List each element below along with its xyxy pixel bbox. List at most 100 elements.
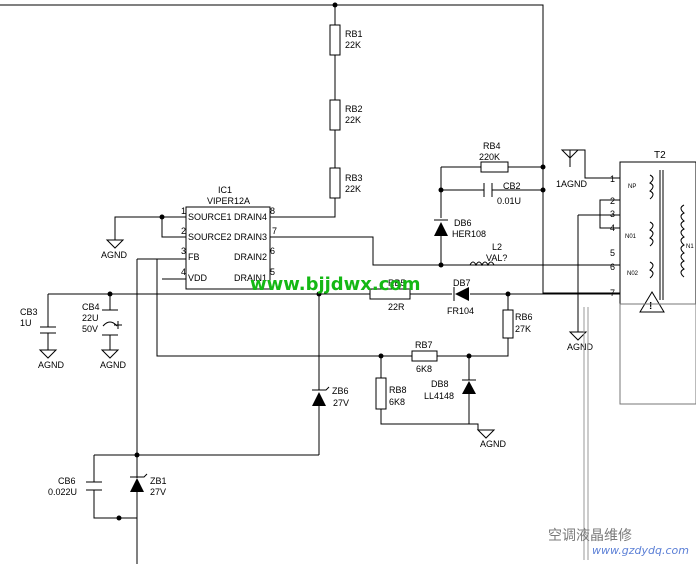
db8-value: LL4148 <box>424 391 454 401</box>
junction <box>116 515 122 521</box>
agnd-symbol <box>568 331 588 341</box>
rb2-ref: RB2 <box>345 104 363 114</box>
rb1-resistor <box>329 24 341 56</box>
ic1-pin-drain3: DRAIN3 <box>234 232 267 242</box>
rb6-value: 27K <box>515 324 531 334</box>
agnd-label-1: AGND <box>101 250 128 260</box>
l2-ref: L2 <box>492 242 502 252</box>
zb6-ref: ZB6 <box>332 386 349 396</box>
t2-pin-4: 4 <box>610 223 615 233</box>
junction <box>438 187 444 193</box>
ic1-pin-num-8: 8 <box>270 206 275 216</box>
agnd-symbol <box>476 429 496 439</box>
ic1-pin-num-4: 4 <box>181 267 186 277</box>
rb3-resistor <box>329 167 341 199</box>
zb1-zener <box>130 478 144 492</box>
rb7-resistor <box>411 350 438 362</box>
zb1-ref: ZB1 <box>150 476 167 486</box>
rb4-resistor <box>480 161 509 173</box>
rb5-ref: RB5 <box>388 278 406 288</box>
warning-mark: ! <box>649 301 652 312</box>
agnd-symbol <box>105 239 125 249</box>
agnd-symbol <box>38 349 58 359</box>
agnd-symbol <box>100 349 120 359</box>
rb8-value: 6K8 <box>389 397 405 407</box>
rb3-ref: RB3 <box>345 173 363 183</box>
n1-label: N1 <box>686 244 694 250</box>
rb1-value: 22K <box>345 40 361 50</box>
agnd-label-3: AGND <box>100 360 127 370</box>
db8-diode <box>462 381 476 394</box>
np-label: NP <box>628 184 636 190</box>
ic1-pin-num-1: 1 <box>181 206 186 216</box>
t2-ref: T2 <box>654 150 666 161</box>
t2-pin-7: 7 <box>610 288 615 298</box>
cb2-capacitor <box>483 183 493 197</box>
t2-pin-5: 5 <box>610 248 615 258</box>
ic1-ref: IC1 <box>218 185 232 195</box>
cb2-ref: CB2 <box>503 181 521 191</box>
junction <box>540 187 546 193</box>
brand-text: 空调液晶维修 <box>548 528 632 544</box>
agnd-label-4: AGND <box>567 342 594 352</box>
rb2-value: 22K <box>345 115 361 125</box>
agnd-label-5: AGND <box>480 439 507 449</box>
cb3-value: 1U <box>20 318 32 328</box>
cb4-value: 22U <box>82 313 99 323</box>
db6-value: HER108 <box>452 229 486 239</box>
ic1-pin-source1: SOURCE1 <box>188 212 232 222</box>
cb4-rating: 50V <box>82 324 98 334</box>
db7-diode <box>455 287 469 301</box>
cb6-ref: CB6 <box>58 476 76 486</box>
ic1-pin-vdd: VDD <box>188 273 208 283</box>
t2-pin-6: 6 <box>610 262 615 272</box>
ic1-body <box>185 206 271 290</box>
ic1-pin-drain4: DRAIN4 <box>234 212 267 222</box>
cb2-value: 0.01U <box>497 196 521 206</box>
ic1-pin-num-2: 2 <box>181 226 186 236</box>
n02-label: N02 <box>627 271 639 277</box>
cb3-ref: CB3 <box>20 307 38 317</box>
rb7-ref: RB7 <box>415 340 433 350</box>
rb7-value: 6K8 <box>416 364 432 374</box>
zb1-value: 27V <box>150 487 166 497</box>
n02-winding <box>649 261 654 279</box>
db6-ref: DB6 <box>454 218 472 228</box>
zb6-value: 27V <box>333 398 349 408</box>
db7-value: FR104 <box>447 306 474 316</box>
brand-url: www.gzdydq.com <box>592 544 689 557</box>
t2-pin-3: 3 <box>610 209 615 219</box>
n01-winding <box>649 221 654 247</box>
junction <box>540 164 546 170</box>
l2-value: VAL? <box>486 253 507 263</box>
cb3-capacitor <box>40 326 56 334</box>
cb6-capacitor <box>86 481 102 491</box>
watermark-text: www.bjjdwx.com <box>250 274 421 295</box>
ic1-pin-num-6: 6 <box>270 246 275 256</box>
cb6-value: 0.022U <box>48 487 77 497</box>
onegnd-label: 1AGND <box>556 179 588 189</box>
t2-pin-1: 1 <box>610 174 615 184</box>
t2-pin-2: 2 <box>610 196 615 206</box>
n1-winding <box>680 204 685 278</box>
db6-diode <box>434 222 448 236</box>
rb6-resistor <box>502 309 514 339</box>
rb5-resistor <box>369 288 411 300</box>
rb6-ref: RB6 <box>515 312 533 322</box>
rb3-value: 22K <box>345 184 361 194</box>
rb2-resistor <box>329 99 341 131</box>
rb4-ref: RB4 <box>483 141 501 151</box>
ic1-value: VIPER12A <box>207 196 250 206</box>
agnd-label-2: AGND <box>38 360 65 370</box>
junction <box>134 452 140 458</box>
ic1-pin-drain2: DRAIN2 <box>234 252 267 262</box>
cb4-ref: CB4 <box>82 302 100 312</box>
ic1-pin-num-3: 3 <box>181 246 186 256</box>
rb8-resistor <box>375 377 387 410</box>
db8-ref: DB8 <box>431 379 449 389</box>
rb1-ref: RB1 <box>345 29 363 39</box>
db7-ref: DB7 <box>453 278 471 288</box>
l2-inductor <box>469 261 495 267</box>
